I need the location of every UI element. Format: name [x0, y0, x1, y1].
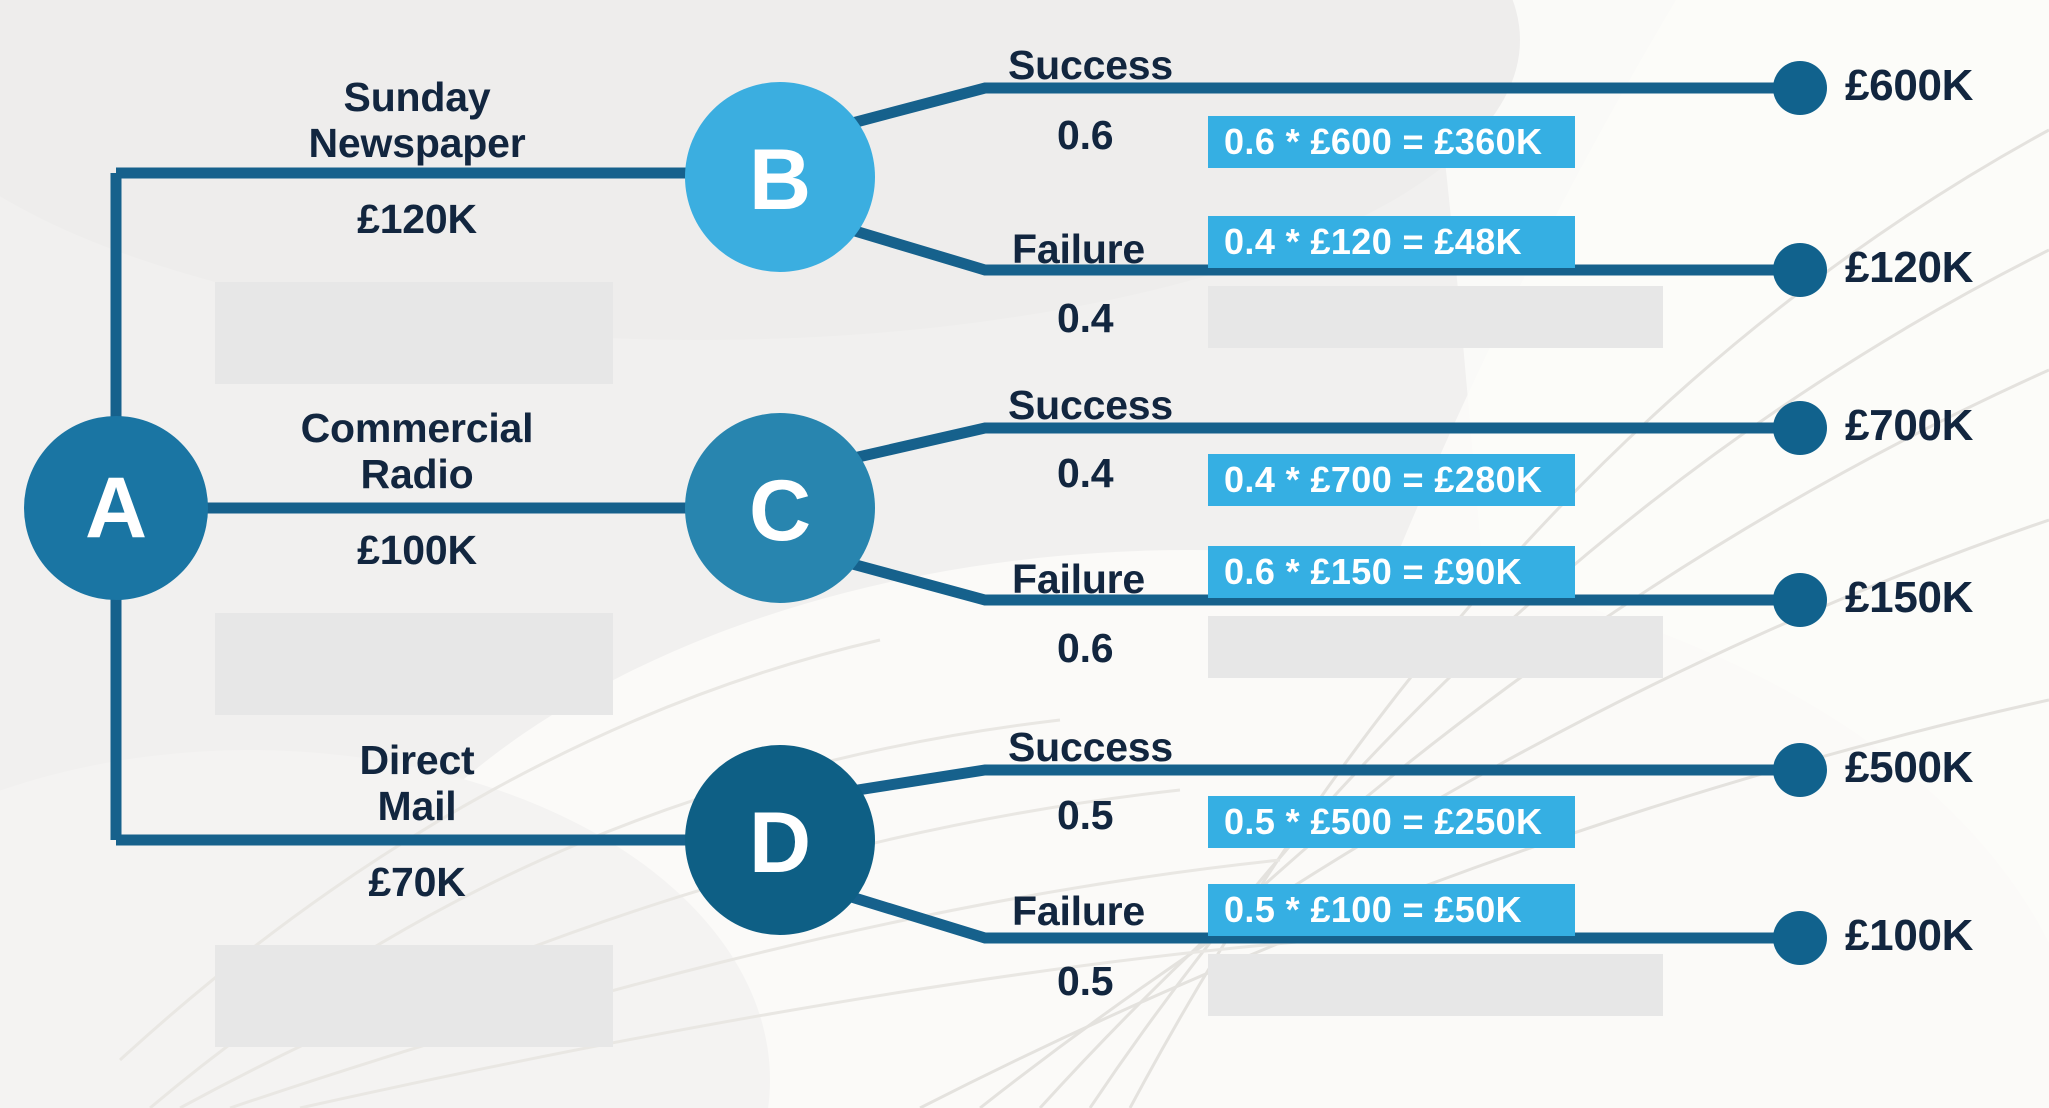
branch-label-d-line1: Direct — [359, 737, 475, 783]
outcome-label-b-failure: Failure — [1012, 226, 1146, 272]
calc-chip-c-failure: 0.6 * £150 = £90K — [1208, 546, 1575, 598]
branch-cost-d: £70K — [368, 859, 466, 905]
edge-d-success — [844, 764, 1795, 798]
endpoint-dot-b-success — [1773, 61, 1827, 115]
endpoint-dot-d-success — [1773, 743, 1827, 797]
node-c-circle — [685, 413, 875, 603]
outcome-prob-b-failure: 0.4 — [1057, 295, 1114, 341]
edge-c-failure — [843, 556, 1795, 606]
outcome-prob-c-success: 0.4 — [1057, 450, 1114, 496]
outcome-prob-d-success: 0.5 — [1057, 792, 1114, 838]
payoff-b-failure: £120K — [1845, 243, 1974, 292]
payoff-b-success: £600K — [1845, 61, 1974, 110]
endpoint-dot-c-success — [1773, 401, 1827, 455]
calc-chip-b-failure: 0.4 * £120 = £48K — [1208, 216, 1575, 268]
edge-b-failure — [843, 222, 1795, 276]
placeholder-box-b-failure — [1208, 286, 1663, 348]
placeholder-box-c-failure — [1208, 616, 1663, 678]
branch-label-d-line2: Mail — [377, 783, 457, 829]
node-d-circle — [685, 745, 875, 935]
calc-chip-c-success: 0.4 * £700 = £280K — [1208, 454, 1575, 506]
calc-chip-d-success: 0.5 * £500 = £250K — [1208, 796, 1575, 848]
outcome-label-d-success: Success — [1008, 724, 1174, 770]
placeholder-box-c — [215, 613, 613, 715]
outcome-label-c-success: Success — [1008, 382, 1174, 428]
outcome-label-b-success: Success — [1008, 42, 1174, 88]
payoff-d-failure: £100K — [1845, 911, 1974, 960]
payoff-c-failure: £150K — [1845, 573, 1974, 622]
endpoint-dot-b-failure — [1773, 243, 1827, 297]
placeholder-box-d — [215, 945, 613, 1047]
endpoint-dot-c-failure — [1773, 573, 1827, 627]
calc-chip-d-failure: 0.5 * £100 = £50K — [1208, 884, 1575, 936]
branch-label-c-line2: Radio — [360, 451, 474, 497]
outcome-label-d-failure: Failure — [1012, 888, 1146, 934]
placeholder-box-b — [215, 282, 613, 384]
branch-label-c-line1: Commercial — [300, 405, 534, 451]
outcome-prob-c-failure: 0.6 — [1057, 625, 1114, 671]
outcome-prob-b-success: 0.6 — [1057, 112, 1114, 158]
branch-cost-c: £100K — [357, 527, 477, 573]
branch-label-b-line1: Sunday — [343, 74, 491, 120]
node-a-circle — [24, 416, 208, 600]
placeholder-box-d-failure — [1208, 954, 1663, 1016]
outcome-label-c-failure: Failure — [1012, 556, 1146, 602]
outcome-prob-d-failure: 0.5 — [1057, 958, 1114, 1004]
calc-chip-b-success: 0.6 * £600 = £360K — [1208, 116, 1575, 168]
edge-d-failure — [843, 889, 1795, 944]
payoff-c-success: £700K — [1845, 401, 1974, 450]
edge-c-success — [843, 422, 1795, 466]
endpoint-dot-d-failure — [1773, 911, 1827, 965]
edge-b-success — [843, 82, 1795, 131]
payoff-d-success: £500K — [1845, 743, 1974, 792]
branch-cost-b: £120K — [357, 196, 477, 242]
branch-label-b-line2: Newspaper — [308, 120, 526, 166]
node-b-circle — [685, 82, 875, 272]
